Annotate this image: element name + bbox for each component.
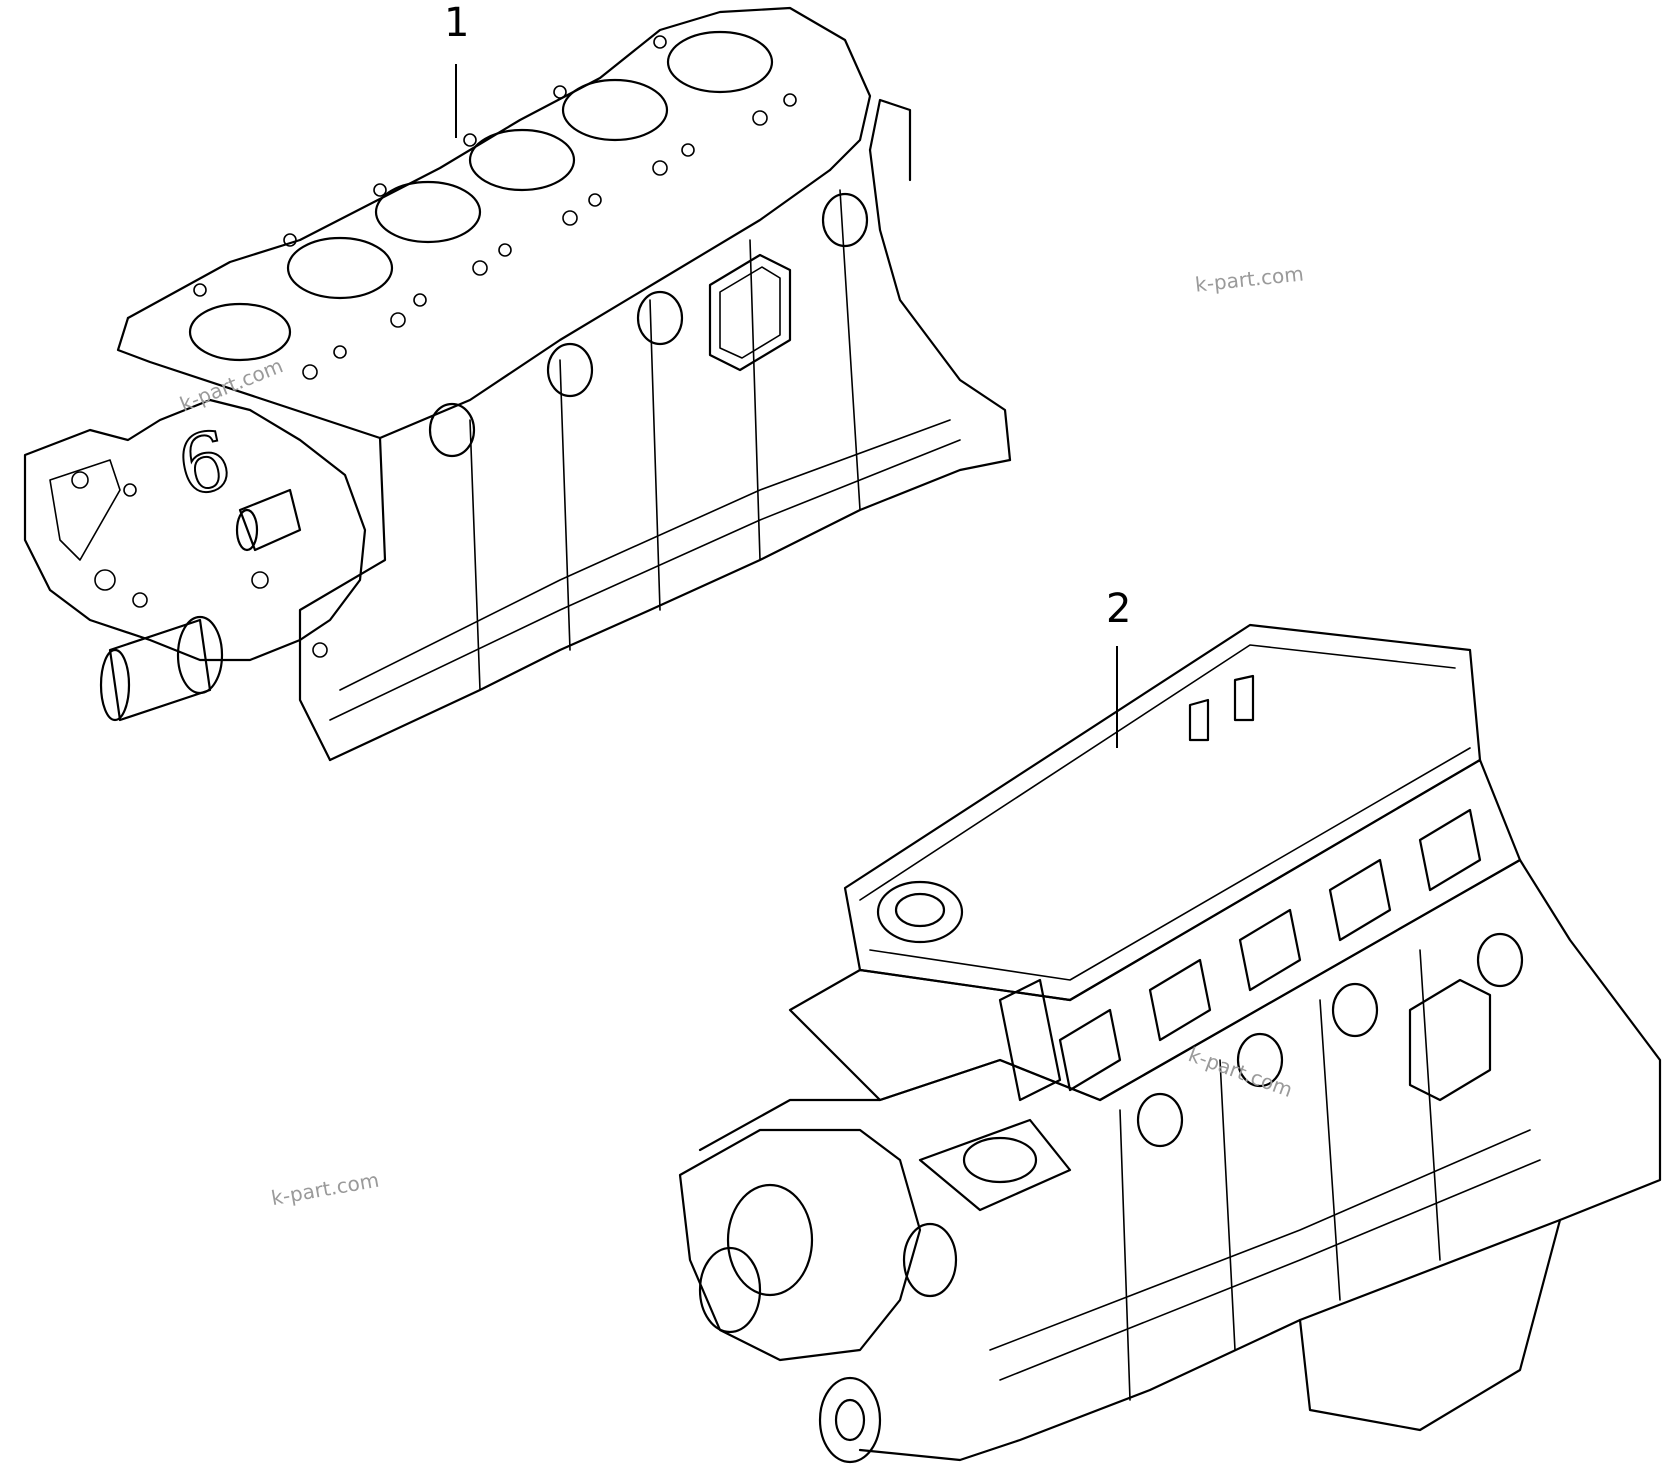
callout-2: 2	[1106, 586, 1131, 748]
cylinder-block-drawing: 6	[23, 6, 1012, 762]
watermark: k-part.com	[176, 353, 286, 416]
callout-label: 1	[444, 0, 469, 46]
engine-assembly-drawing	[678, 623, 1662, 1464]
watermark: k-part.com	[1194, 261, 1305, 296]
part-marking: 6	[170, 413, 239, 515]
watermark: k-part.com	[269, 1168, 380, 1211]
callout-1: 1	[444, 0, 469, 138]
callout-label: 2	[1106, 586, 1131, 632]
